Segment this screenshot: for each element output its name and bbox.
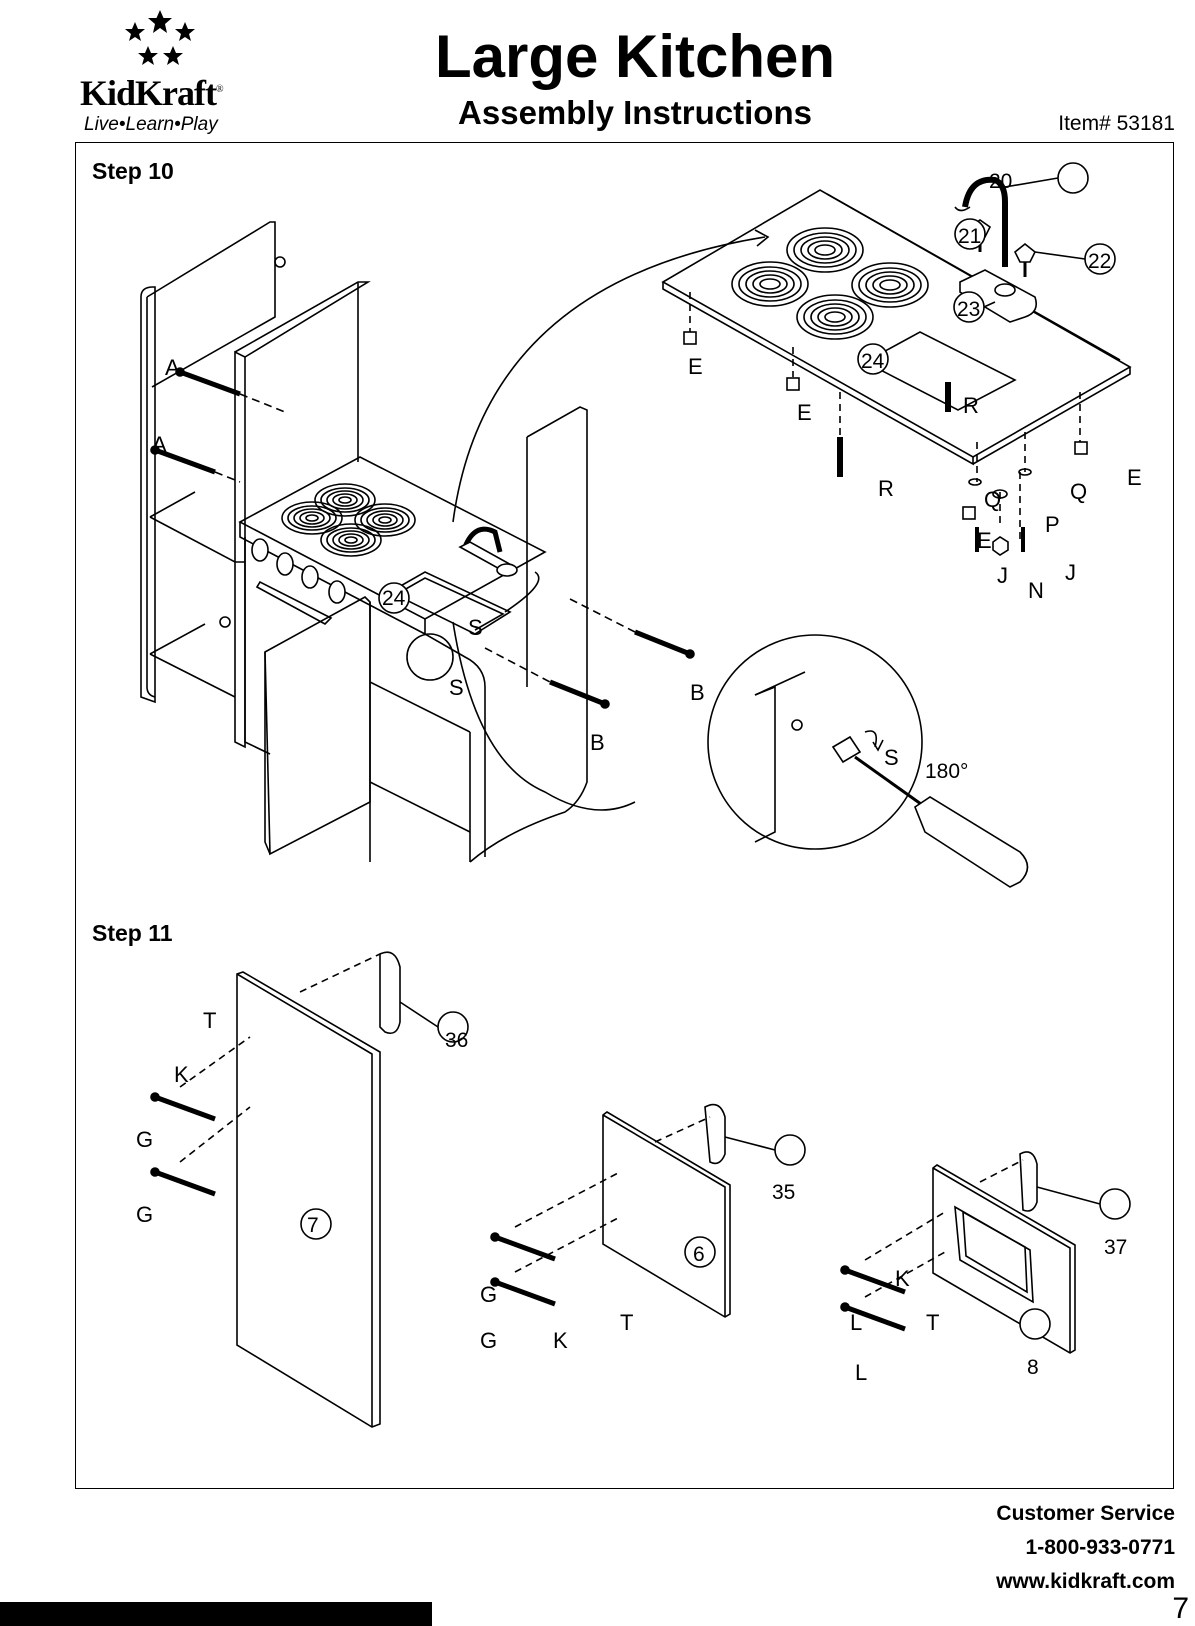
label-s1: S	[468, 615, 483, 640]
callout-36: 36	[445, 1029, 469, 1052]
label-k2: K	[553, 1328, 568, 1353]
label-e1: E	[688, 354, 703, 379]
countertop-detail	[661, 176, 1132, 556]
screws-a	[151, 368, 286, 483]
callout-6: 6	[693, 1243, 705, 1266]
kidkraft-logo	[125, 10, 195, 65]
callout-7: 7	[307, 1214, 319, 1237]
label-e4: E	[977, 528, 992, 553]
customer-service-web: www.kidkraft.com	[996, 1570, 1175, 1593]
instruction-frame	[75, 142, 1174, 1489]
label-g4: G	[480, 1328, 498, 1353]
assembly-diagram	[140, 162, 1132, 1428]
label-g1: G	[136, 1127, 154, 1152]
angle-label: 180°	[925, 760, 969, 783]
label-r2: R	[878, 476, 894, 501]
customer-service-block: Customer Service 1-800-933-0771 www.kidk…	[915, 1497, 1175, 1599]
label-t3: T	[926, 1310, 940, 1335]
label-g2: G	[136, 1202, 154, 1227]
callout-20: 20	[989, 170, 1013, 193]
cam-lock-detail	[707, 634, 1029, 888]
label-n: N	[1028, 578, 1044, 603]
label-q1: Q	[984, 487, 1002, 512]
label-k1: K	[174, 1062, 189, 1087]
label-b2: B	[590, 730, 605, 755]
callout-8: 8	[1027, 1356, 1039, 1379]
brand-name: KidKraft®	[80, 73, 224, 113]
label-a2: A	[152, 432, 167, 457]
label-p: P	[1045, 512, 1060, 537]
page-subtitle: Assembly Instructions	[458, 94, 812, 131]
page-title: Large Kitchen	[434, 23, 836, 90]
label-l1: L	[850, 1310, 863, 1335]
label-l2: L	[855, 1360, 868, 1385]
callout-23: 23	[957, 298, 981, 321]
customer-service-phone: 1-800-933-0771	[1025, 1536, 1175, 1559]
step-11-heading: Step 11	[92, 920, 173, 946]
callout-22: 22	[1088, 250, 1112, 273]
brand-tagline: Live•Learn•Play	[84, 114, 218, 135]
label-r1: R	[963, 393, 979, 418]
door-panel-7	[236, 971, 381, 1428]
callout-24: 24	[382, 587, 406, 610]
label-e2: E	[797, 400, 812, 425]
label-q2: Q	[1070, 479, 1088, 504]
footer-bar	[0, 1602, 432, 1626]
label-s3: S	[884, 745, 899, 770]
screws-b	[484, 598, 695, 709]
door-panel-8	[932, 1164, 1076, 1354]
label-b1: B	[690, 680, 705, 705]
stars-icon	[125, 10, 195, 65]
step-10-heading: Step 10	[92, 158, 174, 184]
callout-35: 35	[772, 1181, 796, 1204]
callout-37: 37	[1104, 1236, 1128, 1259]
label-j1: J	[997, 563, 1008, 588]
kitchen-unit-drawing	[140, 221, 588, 863]
label-j2: J	[1065, 560, 1076, 585]
customer-service-title: Customer Service	[996, 1502, 1175, 1525]
door-panel-6	[602, 1111, 731, 1318]
label-k3: K	[895, 1266, 910, 1291]
label-a1: A	[165, 355, 180, 380]
label-t1: T	[203, 1008, 217, 1033]
callout-21: 21	[958, 225, 982, 248]
page-number: 7	[1172, 1592, 1189, 1625]
label-s2: S	[449, 675, 464, 700]
label-g3: G	[480, 1282, 498, 1307]
item-number: Item# 53181	[1058, 112, 1175, 135]
label-t2: T	[620, 1310, 634, 1335]
label-e3: E	[1127, 465, 1142, 490]
callout-24-top: 24	[861, 350, 885, 373]
